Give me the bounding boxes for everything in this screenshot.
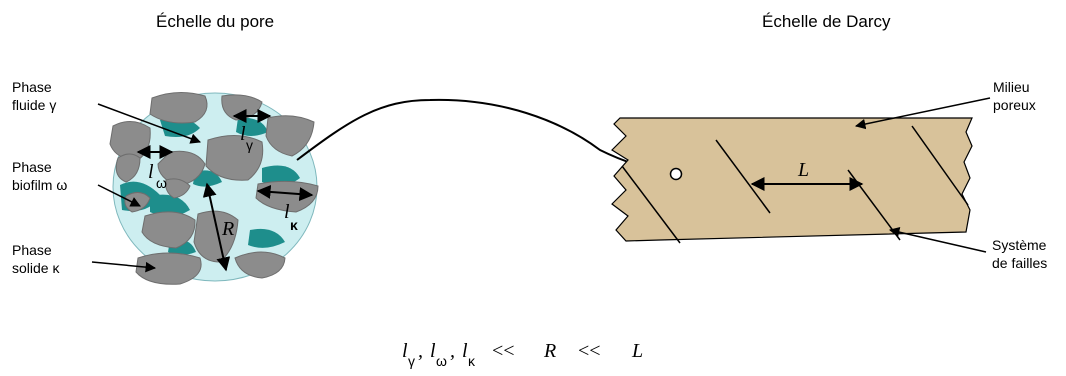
darcy-scale-title: Échelle de Darcy	[762, 12, 891, 31]
fault-line	[911, 125, 969, 206]
scale-relation: l γ , l ω , l κ << R << L	[402, 340, 643, 369]
omega-subscript: ω	[156, 175, 167, 191]
l-gamma-symbol: l	[240, 123, 246, 145]
pore-scale-sample: l γ l ω R l κ	[109, 92, 319, 285]
R-arrow	[202, 182, 231, 272]
fluid-phase-pointer	[97, 103, 201, 144]
pore-scale-title: Échelle du pore	[156, 12, 274, 31]
relation-R: R	[543, 340, 556, 362]
relation-kappa-sub: κ	[468, 353, 476, 369]
kappa-subscript: κ	[290, 217, 298, 233]
relation-omega-sub: ω	[436, 353, 447, 369]
fault-system-label: Système de failles	[992, 237, 1050, 271]
pore-scale-point	[669, 167, 683, 181]
relation-l-kappa: l	[462, 340, 468, 362]
darcy-scale-block: L	[611, 117, 973, 244]
L-symbol: L	[797, 159, 809, 181]
biofilm-phase-label: Phase biofilm ω	[12, 159, 67, 193]
fault-line	[621, 165, 681, 244]
relation-L: L	[631, 340, 643, 362]
fluid-phase-label: Phase fluide γ	[12, 79, 56, 113]
gamma-subscript: γ	[246, 137, 253, 153]
l-kappa-arrow	[256, 184, 314, 202]
R-symbol: R	[221, 218, 234, 240]
porous-medium-pointer	[854, 97, 991, 130]
relation-ll-2: <<	[578, 340, 601, 362]
relation-sep-2: ,	[450, 340, 455, 362]
relation-l-gamma: l	[402, 340, 408, 362]
fault-system-pointer	[888, 226, 987, 253]
porous-medium-block	[611, 117, 973, 242]
scale-link-curve	[296, 98, 673, 175]
relation-ll-1: <<	[492, 340, 515, 362]
solid-phase-label: Phase solide κ	[12, 242, 60, 276]
relation-gamma-sub: γ	[408, 353, 415, 369]
solid-phase-pointer	[91, 261, 157, 273]
porous-medium-label: Milieu poreux	[993, 79, 1036, 113]
l-kappa-symbol: l	[284, 201, 290, 223]
fault-line	[715, 139, 771, 214]
l-omega-symbol: l	[148, 161, 154, 183]
biofilm-phase-pointer	[97, 184, 141, 207]
relation-l-omega: l	[430, 340, 436, 362]
relation-sep-1: ,	[418, 340, 423, 362]
